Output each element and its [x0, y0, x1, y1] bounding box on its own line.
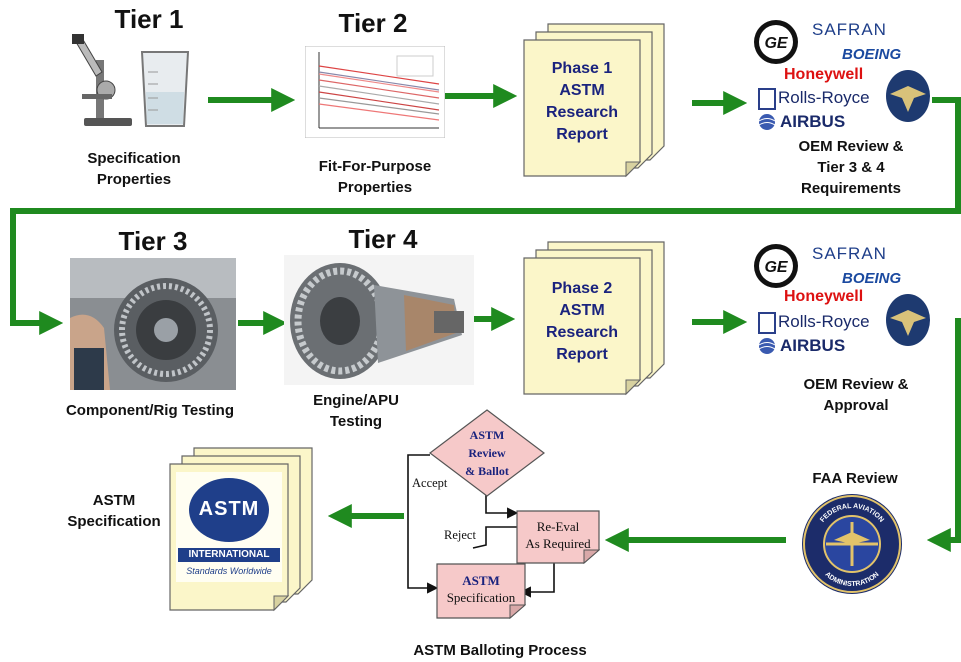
oem1-caption-line3: Requirements — [800, 180, 902, 197]
safran-logo: SAFRAN — [812, 20, 887, 39]
component-rig-testing-photo — [70, 258, 236, 390]
tier1-title: Tier 1 — [114, 4, 184, 34]
phase1-line4: Report — [556, 126, 608, 143]
tier4-caption-line2: Testing — [329, 413, 383, 430]
honeywell-logo-2: Honeywell — [784, 288, 864, 305]
astm-logo-subtitle: Standards Worldwide — [186, 566, 272, 576]
ballot-diamond-line1: ASTM — [469, 428, 505, 442]
astm-logo-text: ASTM — [198, 498, 260, 520]
tier2-title: Tier 2 — [338, 8, 408, 38]
tier1-caption: Specification Properties — [62, 148, 206, 190]
ballot-spec-line2: Specification — [446, 590, 516, 605]
airbus-logo-2: AIRBUS — [780, 336, 846, 355]
tier3-caption: Component/Rig Testing — [65, 402, 235, 419]
airbus-globe-icon — [758, 114, 776, 130]
phase1-line2: ASTM — [559, 82, 605, 99]
airbus-globe-icon-2 — [758, 338, 776, 354]
oem-logos-bottom: GE SAFRAN BOEING Honeywell Rolls-Royce A… — [752, 240, 932, 358]
ballot-reject-line — [485, 492, 519, 519]
ballot-reeval-spec-line — [519, 560, 555, 598]
airbus-logo: AIRBUS — [780, 112, 846, 131]
engine-apu-photo — [284, 255, 474, 385]
ballot-diamond-text: ASTM Review & Ballot — [452, 426, 522, 480]
phase1-line1: Phase 1 — [551, 60, 613, 77]
connector-oem2-faa — [926, 318, 961, 552]
phase1-document-stack-icon — [523, 23, 665, 178]
ge-logo-text-2: GE — [764, 259, 788, 276]
oem2-caption: OEM Review & Approval — [776, 374, 936, 416]
tier2-caption: Fit-For-Purpose Properties — [300, 156, 450, 198]
reject-label: Reject — [444, 528, 476, 542]
ge-logo-icon: GE — [754, 20, 798, 64]
tier4-caption: Engine/APU Testing — [296, 390, 416, 432]
reeval-box — [516, 510, 600, 564]
eagle-emblem-icon — [886, 70, 930, 122]
ballot-spec-box — [436, 563, 526, 619]
oem1-caption-line1: OEM Review & — [798, 138, 904, 155]
phase2-line3: Research — [545, 324, 619, 341]
tier4-title: Tier 4 — [348, 224, 418, 254]
tier2-caption-line2: Properties — [337, 179, 413, 196]
phase2-line4: Report — [556, 346, 608, 363]
ballot-process-caption: ASTM Balloting Process — [413, 642, 587, 659]
fit-for-purpose-plot-thumbnail — [305, 46, 445, 138]
boeing-logo: BOEING — [842, 46, 902, 63]
astm-logo-oval-icon — [189, 478, 269, 542]
ballot-accept-line — [407, 454, 439, 594]
accept-label: Accept — [412, 476, 448, 490]
tier4-caption-line1: Engine/APU — [313, 392, 399, 409]
oem2-caption-line1: OEM Review & — [803, 376, 909, 393]
phase2-report-text: Phase 2 ASTM Research Report — [524, 278, 640, 366]
ballot-spec-line1: ASTM — [462, 573, 500, 588]
astm-spec-caption-line1: ASTM — [92, 492, 136, 509]
tier1-caption-line1: Specification — [87, 150, 181, 167]
rolls-royce-logo-2: Rolls-Royce — [778, 312, 870, 331]
astm-review-ballot-diamond — [429, 409, 545, 497]
oem2-caption-line2: Approval — [823, 397, 889, 414]
lab-equipment-icon — [72, 34, 190, 127]
faa-seal-icon: FEDERAL AVIATION ADMINISTRATION — [802, 494, 902, 594]
astm-spec-caption: ASTM Specification — [58, 490, 170, 532]
tier3-title: Tier 3 — [118, 226, 188, 256]
phase1-line3: Research — [545, 104, 619, 121]
phase2-document-stack-icon — [523, 241, 665, 396]
phase2-line1: Phase 2 — [551, 280, 613, 297]
phase2-line2: ASTM — [559, 302, 605, 319]
ballot-return-line — [472, 526, 528, 549]
tier2-caption-line1: Fit-For-Purpose — [318, 158, 432, 175]
boeing-logo-2: BOEING — [842, 270, 902, 287]
rolls-royce-badge-icon — [758, 88, 776, 110]
rolls-royce-badge-icon-2 — [758, 312, 776, 334]
eagle-emblem-icon-2 — [886, 294, 930, 346]
oem1-caption: OEM Review & Tier 3 & 4 Requirements — [766, 136, 936, 199]
reeval-line1: Re-Eval — [536, 519, 580, 534]
ballot-diamond-line3: & Ballot — [465, 464, 509, 478]
honeywell-logo: Honeywell — [784, 66, 864, 83]
faa-review-title: FAA Review — [812, 470, 898, 487]
reeval-line2: As Required — [525, 536, 591, 551]
astm-spec-caption-line2: Specification — [67, 513, 161, 530]
astm-international-logo: ASTM INTERNATIONAL Standards Worldwide — [176, 472, 282, 582]
ge-logo-text: GE — [764, 35, 788, 52]
ballot-diamond-line2: Review — [468, 446, 506, 460]
oem-logos-top: GE SAFRAN BOEING Honeywell Rolls-Royce A… — [752, 16, 932, 134]
tier1-caption-line2: Properties — [96, 171, 172, 188]
rolls-royce-logo: Rolls-Royce — [778, 88, 870, 107]
reeval-text: Re-Eval As Required — [516, 518, 600, 552]
phase1-report-text: Phase 1 ASTM Research Report — [524, 58, 640, 146]
ge-logo-icon-2: GE — [754, 244, 798, 288]
safran-logo-2: SAFRAN — [812, 244, 887, 263]
connector-row1-row2 — [10, 97, 961, 335]
oem1-caption-line2: Tier 3 & 4 — [817, 159, 885, 176]
ballot-spec-text: ASTM Specification — [436, 572, 526, 606]
astm-logo-band: INTERNATIONAL — [178, 548, 280, 562]
